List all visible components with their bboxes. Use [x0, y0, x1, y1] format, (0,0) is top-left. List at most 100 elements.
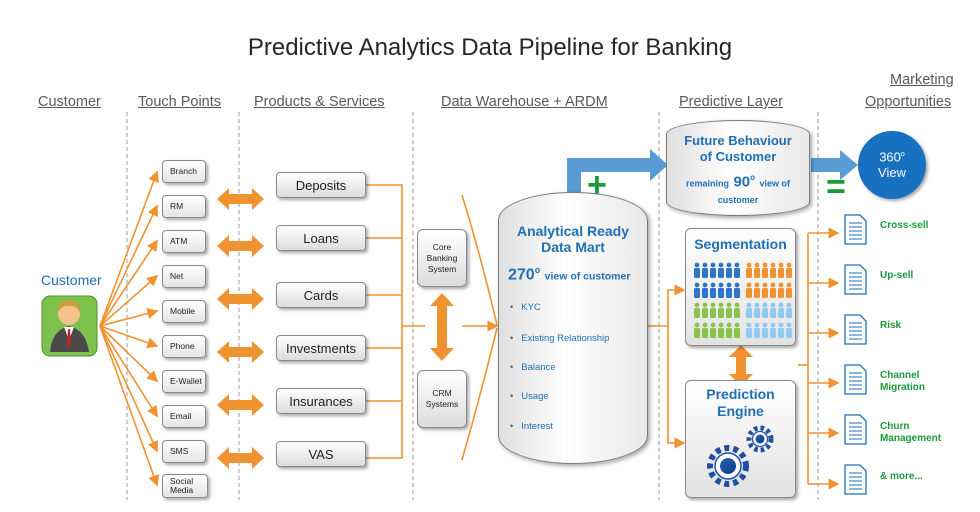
touchpoint-ewallet: E-Wallet [162, 370, 206, 393]
plus-icon: + [587, 166, 607, 204]
document-icon [844, 314, 867, 345]
future-behaviour-cylinder [666, 120, 810, 216]
person-body [694, 308, 700, 318]
person-body [726, 288, 732, 298]
future-degrees: 90 [733, 173, 751, 191]
person-head [710, 322, 716, 328]
core-banking-system: Core Banking System [417, 229, 467, 287]
blue-up-arrow [567, 149, 668, 228]
person-head [754, 282, 760, 288]
person-head [718, 282, 724, 288]
touchpoint-branch: Branch [162, 160, 206, 183]
data-mart-title-line1: Analytical Ready [516, 223, 630, 239]
touchpoint-net: Net [162, 265, 206, 288]
data-mart-degree-symbol: o [534, 265, 541, 275]
person-head [694, 282, 700, 288]
document-icon [844, 264, 867, 295]
touchpoint-sms: SMS [162, 440, 206, 463]
person-head [786, 262, 792, 268]
person-body [702, 328, 708, 338]
person-body [702, 308, 708, 318]
view-360-degree-symbol: o [900, 151, 905, 158]
person-head [726, 262, 732, 268]
product-insurances: Insurances [276, 388, 366, 414]
person-body [694, 328, 700, 338]
person-head [746, 322, 752, 328]
column-header-opportunities: Opportunities [865, 94, 952, 110]
person-body [762, 268, 768, 278]
person-body [726, 308, 732, 318]
person-body [734, 288, 740, 298]
equals-icon: = [826, 168, 846, 206]
person-head [702, 302, 708, 308]
column-header-touch-points: Touch Points [138, 94, 222, 110]
person-body [770, 268, 776, 278]
person-body [786, 268, 792, 278]
data-mart-cylinder [498, 192, 648, 464]
person-head [770, 322, 776, 328]
product-investments: Investments [276, 335, 366, 361]
touchpoint-product-double-arrows [217, 188, 264, 469]
datamart-output-lines [648, 284, 686, 449]
person-head [726, 282, 732, 288]
person-head [726, 302, 732, 308]
person-head [734, 282, 740, 288]
data-mart-view: 270o view of customer [508, 265, 648, 284]
blue-right-arrow [811, 150, 858, 180]
view-360-degrees-line: 360o [858, 147, 926, 165]
seg-prediction-arrow [729, 345, 753, 386]
bullet-interest: Interest [521, 421, 553, 432]
person-body [746, 288, 752, 298]
bullet-kyc: KYC [521, 302, 541, 313]
document-icon [844, 364, 867, 395]
future-view: remaining 90o view of [666, 173, 810, 191]
person-head [702, 282, 708, 288]
person-head [754, 322, 760, 328]
person-body [778, 288, 784, 298]
person-body [754, 268, 760, 278]
prediction-line2: Engine [717, 403, 764, 419]
person-head [762, 262, 768, 268]
page-title: Predictive Analytics Data Pipeline for B… [247, 34, 733, 61]
person-head [694, 322, 700, 328]
data-mart-degrees: 270 [508, 266, 535, 284]
person-body [718, 268, 724, 278]
document-icons [844, 214, 867, 495]
opportunity-more: & more... [880, 471, 923, 482]
person-head [778, 302, 784, 308]
person-body [734, 268, 740, 278]
data-mart-title: Analytical Ready Data Mart [498, 223, 648, 255]
person-head [746, 282, 752, 288]
product-deposits: Deposits [276, 172, 366, 198]
gears-icon [707, 425, 774, 487]
person-head [778, 282, 784, 288]
view-360-label: View [878, 165, 906, 181]
column-header-data-warehouse: Data Warehouse + ARDM [441, 94, 608, 110]
person-head [770, 262, 776, 268]
column-header-customer: Customer [38, 94, 101, 110]
person-head [762, 282, 768, 288]
person-head [746, 302, 752, 308]
future-line1: Future Behaviour [684, 133, 792, 148]
touchpoint-mobile: Mobile [162, 300, 206, 323]
person-body [726, 268, 732, 278]
person-body [778, 308, 784, 318]
person-body [710, 288, 716, 298]
future-behaviour-title: Future Behaviour of Customer [666, 133, 810, 165]
view-360-circle [858, 131, 926, 199]
person-body [770, 328, 776, 338]
opportunity-risk: Risk [880, 320, 902, 331]
person-body [726, 328, 732, 338]
person-head [778, 322, 784, 328]
data-mart-bullet: • Usage [510, 391, 549, 402]
future-degree-symbol: o [750, 173, 756, 182]
future-view-text: view of [759, 178, 790, 189]
person-body [746, 328, 752, 338]
touchpoint-rm: RM [162, 195, 206, 218]
person-body [746, 268, 752, 278]
opportunity-up-sell: Up-sell [880, 270, 914, 281]
person-head [702, 262, 708, 268]
person-body [754, 288, 760, 298]
data-mart-bullet: • Existing Relationship [510, 333, 610, 344]
document-icon [844, 214, 867, 245]
